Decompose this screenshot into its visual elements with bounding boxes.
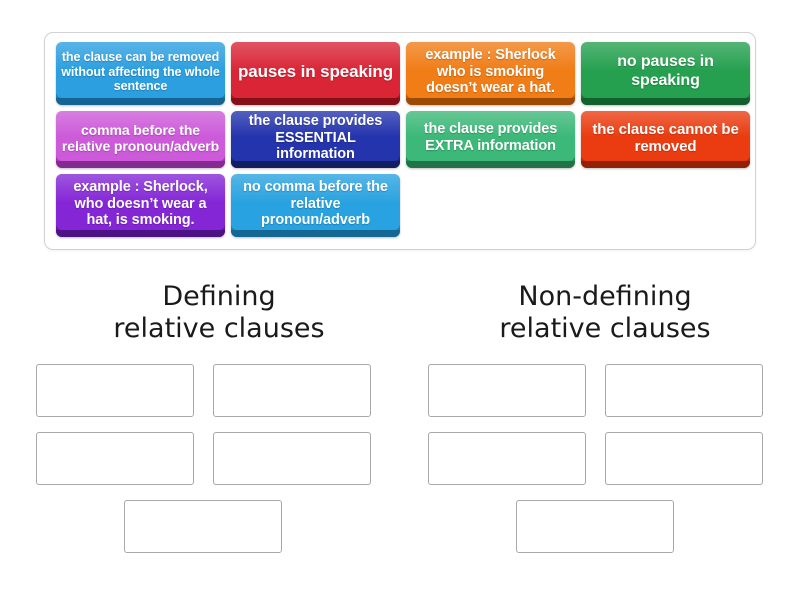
drop-slot[interactable] (36, 432, 194, 485)
tile-label: the clause cannot be removed (592, 120, 739, 155)
tile-label: example : Sherlock who is smoking doesn’… (425, 46, 556, 97)
draggable-tile[interactable]: comma before the relative pronoun/adverb (56, 111, 225, 168)
tile-tray-inner: the clause can be removed without affect… (56, 42, 750, 240)
drop-slot[interactable] (36, 364, 194, 417)
tile-label: pauses in speaking (237, 62, 394, 82)
draggable-tile[interactable]: no comma before the relative pronoun/adv… (231, 174, 400, 237)
group-heading-defining: Defining relative clauses (113, 281, 325, 344)
tile-label: the clause provides ESSENTIAL informatio… (248, 112, 383, 163)
drop-slot[interactable] (428, 364, 586, 417)
tile-label: the clause can be removed without affect… (61, 50, 220, 94)
draggable-tile[interactable]: the clause can be removed without affect… (56, 42, 225, 105)
tile-label: no pauses in speaking (617, 53, 714, 89)
tile-tray: the clause can be removed without affect… (44, 32, 756, 250)
tile-label: comma before the relative pronoun/adverb (61, 121, 220, 154)
drop-slot[interactable] (213, 432, 371, 485)
draggable-tile[interactable]: the clause provides EXTRA information (406, 111, 575, 168)
draggable-tile[interactable]: no pauses in speaking (581, 42, 750, 105)
drop-slot[interactable] (213, 364, 371, 417)
draggable-tile[interactable]: pauses in speaking (231, 42, 400, 105)
drop-slot[interactable] (124, 500, 282, 553)
draggable-tile[interactable]: example : Sherlock who is smoking doesn’… (406, 42, 575, 105)
group-heading-non-defining: Non-defining relative clauses (499, 281, 711, 344)
draggable-tile[interactable]: the clause provides ESSENTIAL informatio… (231, 111, 400, 168)
drop-slot[interactable] (428, 432, 586, 485)
tile-label: no comma before the relative pronoun/adv… (243, 178, 388, 229)
drop-slot[interactable] (605, 364, 763, 417)
draggable-tile[interactable]: the clause cannot be removed (581, 111, 750, 168)
drop-slot[interactable] (516, 500, 674, 553)
draggable-tile[interactable]: example : Sherlock, who doesn’t wear a h… (56, 174, 225, 237)
tile-label: example : Sherlock, who doesn’t wear a h… (73, 178, 208, 229)
drop-slot[interactable] (605, 432, 763, 485)
tile-label: the clause provides EXTRA information (423, 121, 558, 154)
